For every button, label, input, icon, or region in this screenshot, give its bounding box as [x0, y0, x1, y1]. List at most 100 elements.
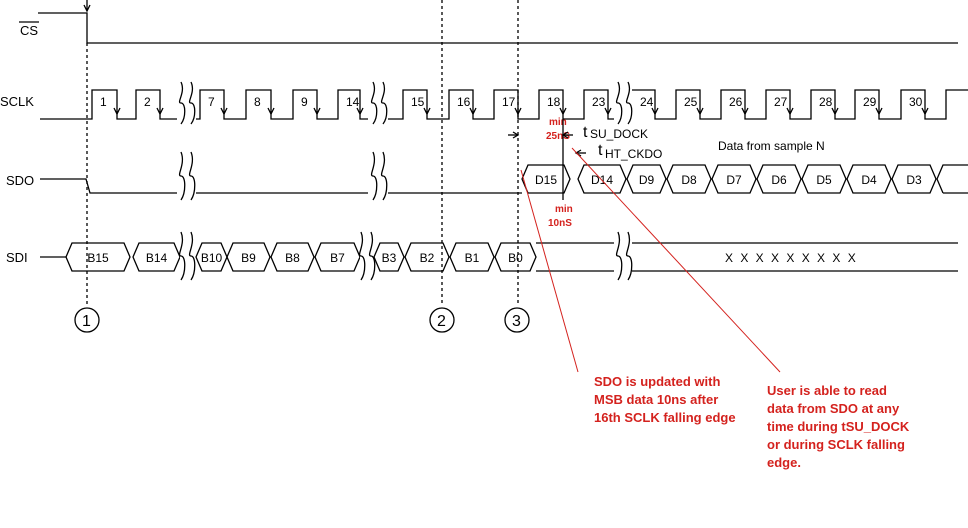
break-wave-line [380, 81, 388, 125]
break-wave-line [615, 231, 623, 281]
svg-text:HT_CKDO: HT_CKDO [605, 147, 662, 161]
break-wave-line [178, 81, 186, 125]
sdi-data-cell [494, 242, 537, 272]
break-gap [617, 232, 629, 280]
sclk-falling-edge-arrow [741, 107, 749, 116]
sclk-falling-edge-arrow [696, 107, 704, 116]
break-wave-line [188, 151, 196, 201]
sclk-falling-edge-arrow [156, 107, 164, 116]
svg-text:min: min [555, 204, 573, 215]
sclk-waveform [40, 89, 968, 120]
break-wave-line [368, 231, 376, 281]
sdi-data-cell-label: B14 [146, 251, 168, 265]
sclk-falling-edge-arrow [875, 107, 883, 116]
svg-text:MSB data 10ns after: MSB data 10ns after [594, 392, 718, 407]
sdo-data-cell [711, 164, 757, 194]
sdo-data-cell-label: D15 [535, 173, 557, 187]
break-wave-line [358, 231, 366, 281]
sdo-data-cell-label: D7 [726, 173, 742, 187]
break-wave-line [178, 231, 186, 281]
sdi-data-cell-label: B10 [201, 251, 223, 265]
sclk-falling-edge-arrow [313, 107, 321, 116]
sclk-falling-edge-arrow [786, 107, 794, 116]
svg-text:data from SDO at any: data from SDO at any [767, 401, 900, 416]
sclk-falling-edge-arrow [469, 107, 477, 116]
sdi-data-cell-label: B9 [241, 251, 256, 265]
sclk-falling-edge-arrow [423, 107, 431, 116]
sdo-data-cell-label: D9 [639, 173, 655, 187]
sdi-dont-care-text: X X X X X X X X X [725, 251, 858, 265]
break-gap [180, 232, 192, 280]
svg-text:t: t [598, 142, 603, 159]
sdi-data-cell [65, 242, 131, 272]
break-wave-line [625, 81, 633, 125]
sdo-data-cell-label: D6 [771, 173, 787, 187]
sdi-data-cell-label: B15 [87, 251, 109, 265]
sclk-falling-edge-arrow [651, 107, 659, 116]
sclk-falling-edge-arrow [831, 107, 839, 116]
svg-text:t: t [583, 124, 588, 141]
sdo-data-cell-label: D4 [861, 173, 877, 187]
break-wave-line [370, 151, 378, 201]
tht-ckdo-label: t HT_CKDO [574, 142, 662, 161]
break-gap [372, 152, 384, 200]
sclk-pulse-number: 8 [254, 95, 261, 109]
marker-2: 2 [429, 307, 455, 333]
sdo-data-cell [801, 164, 847, 194]
sdo-data-cell [626, 164, 667, 194]
break-wave-line [370, 81, 378, 125]
sdo-data-cell [846, 164, 892, 194]
sclk-pulse-number: 30 [909, 95, 923, 109]
min-10ns-annotation: min 10nS [548, 150, 573, 229]
svg-text:25nS: 25nS [546, 131, 570, 142]
sdo-data-cell-label: D5 [816, 173, 832, 187]
sdi-data-cell [226, 242, 271, 272]
sdi-data-cell-label: B3 [382, 251, 397, 265]
break-gap [617, 82, 629, 124]
sclk-pulse-number: 18 [547, 95, 561, 109]
sclk-falling-edge-arrow [220, 107, 228, 116]
svg-text:time during tSU_DOCK: time during tSU_DOCK [767, 419, 910, 434]
svg-text:SDO is updated with: SDO is updated with [594, 374, 720, 389]
break-wave-line [380, 151, 388, 201]
sclk-pulse-number: 7 [208, 95, 215, 109]
sclk-pulse-number: 17 [502, 95, 516, 109]
svg-text:min: min [549, 117, 567, 128]
sclk-pulse-number: 28 [819, 95, 833, 109]
cs-edge-arrowhead [83, 4, 91, 13]
sclk-pulse-number: 26 [729, 95, 743, 109]
marker-1: 1 [74, 307, 100, 333]
sdo-update-note: SDO is updated with MSB data 10ns after … [594, 374, 736, 425]
sdo-data-cell [891, 164, 937, 194]
break-gap [180, 152, 192, 200]
sdo-update-leader-line [520, 169, 579, 373]
sclk-pulse-number: 2 [144, 95, 151, 109]
sclk-pulse-number: 25 [684, 95, 698, 109]
svg-text:SU_DOCK: SU_DOCK [590, 127, 648, 141]
user-read-note: User is able to read data from SDO at an… [767, 383, 910, 470]
break-wave-line [615, 81, 623, 125]
break-wave-line [178, 151, 186, 201]
break-gap [180, 82, 192, 124]
sclk-falling-edge-arrow [356, 107, 364, 116]
svg-text:edge.: edge. [767, 455, 801, 470]
break-wave-line [188, 81, 196, 125]
sclk-pulse-number: 15 [411, 95, 425, 109]
sdo-data-cell [756, 164, 802, 194]
sdi-data-cell [373, 242, 405, 272]
sclk-falling-edge-arrow [113, 107, 121, 116]
sclk-pulse-number: 27 [774, 95, 788, 109]
sdi-data-cell [449, 242, 495, 272]
sdo-data-cell [666, 164, 712, 194]
svg-text:16th SCLK falling edge: 16th SCLK falling edge [594, 410, 736, 425]
sclk-falling-edge-arrows [113, 107, 929, 116]
svg-text:3: 3 [512, 313, 521, 330]
sdi-data-cell-label: B0 [508, 251, 523, 265]
tsu-dock-label: t SU_DOCK [583, 124, 648, 141]
svg-text:User is able to read: User is able to read [767, 383, 887, 398]
sclk-falling-edge-arrow [604, 107, 612, 116]
